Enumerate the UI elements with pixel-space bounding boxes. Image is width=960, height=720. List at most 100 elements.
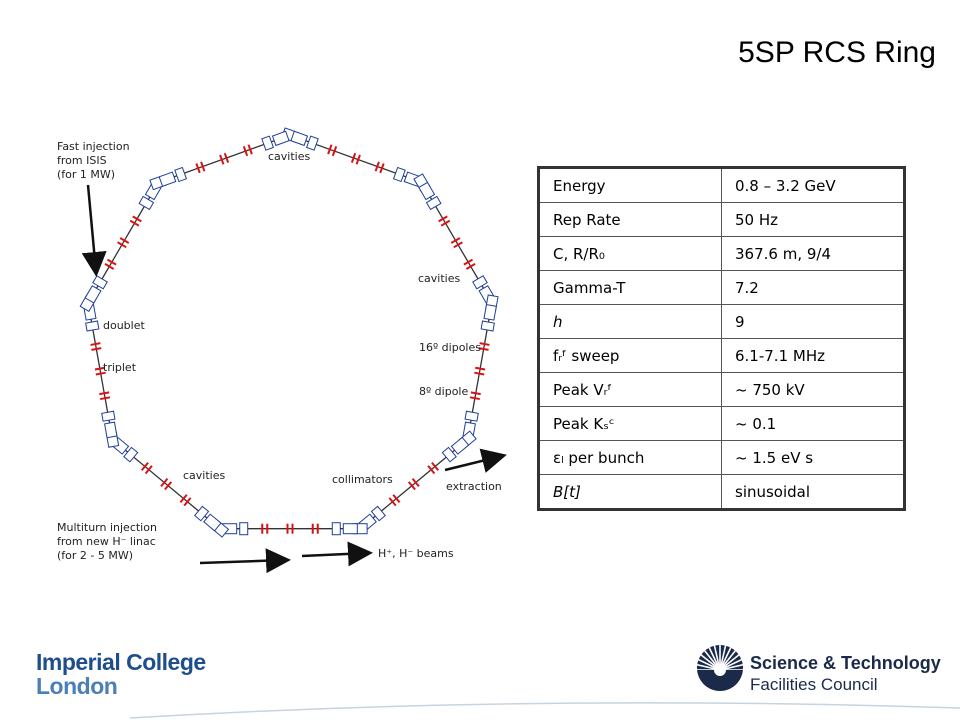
quadrupole-magnet bbox=[472, 275, 488, 290]
param-value: 367.6 m, 9/4 bbox=[721, 236, 905, 271]
param-value: ~ 0.1 bbox=[721, 406, 905, 441]
param-label: Peak Kₛᶜ bbox=[538, 406, 722, 441]
cavity-marker bbox=[90, 342, 102, 351]
dipole-magnet bbox=[203, 513, 222, 532]
param-label: Energy bbox=[538, 167, 722, 203]
quadrupole-magnet bbox=[85, 320, 100, 332]
label-extraction: extraction bbox=[446, 480, 502, 493]
imperial-college-logo: Imperial College London bbox=[36, 650, 206, 698]
quadrupole-magnet bbox=[425, 195, 442, 211]
cavity-marker bbox=[160, 478, 173, 491]
param-value: 50 Hz bbox=[721, 202, 905, 237]
cavity-marker bbox=[374, 161, 385, 174]
param-label: fᵣᶠ sweep bbox=[538, 338, 722, 373]
multiturn-injection-arrow bbox=[199, 548, 291, 574]
label-16-dipoles: 16º dipoles bbox=[419, 341, 481, 354]
label-cavities-bottom: cavities bbox=[183, 469, 225, 482]
cavity-marker bbox=[242, 144, 253, 157]
dipole-magnet bbox=[418, 181, 436, 201]
footer-swoosh bbox=[130, 702, 960, 719]
quadrupole-magnet bbox=[464, 410, 479, 422]
quadrupole-magnet bbox=[305, 135, 319, 151]
label-cavities-right: cavities bbox=[418, 272, 460, 285]
quadrupole-magnet bbox=[480, 320, 495, 332]
cavity-marker bbox=[474, 366, 486, 376]
cavity-marker bbox=[261, 523, 269, 534]
ring-path bbox=[87, 134, 493, 530]
extraction-arrow bbox=[444, 448, 507, 473]
param-value: ~ 1.5 eV s bbox=[721, 440, 905, 475]
stfc-logo-line1: Science & Technology bbox=[750, 653, 941, 673]
cavity-marker bbox=[104, 258, 117, 270]
label-multiturn-3: (for 2 - 5 MW) bbox=[57, 549, 133, 562]
param-value: 7.2 bbox=[721, 270, 905, 305]
cavity-marker bbox=[350, 152, 361, 165]
quadrupole-magnet bbox=[331, 522, 341, 536]
cavity-marker bbox=[469, 391, 481, 401]
cavity-marker bbox=[219, 152, 230, 165]
quadrupole-magnet bbox=[370, 505, 386, 522]
label-fast-injection-3: (for 1 MW) bbox=[57, 168, 115, 181]
dipole-magnet bbox=[158, 171, 177, 187]
dipole-magnet bbox=[290, 130, 309, 147]
label-fast-injection-2: from ISIS bbox=[57, 154, 107, 167]
cavity-marker bbox=[478, 342, 490, 351]
ring-lattice bbox=[79, 127, 499, 538]
dipole-magnet bbox=[104, 421, 118, 439]
stfc-logo-icon bbox=[694, 640, 746, 691]
cavity-marker bbox=[99, 391, 111, 401]
param-value: 6.1-7.1 MHz bbox=[721, 338, 905, 373]
dipole-magnet bbox=[271, 130, 290, 147]
quadrupole-magnet bbox=[123, 446, 139, 463]
cavity-marker bbox=[129, 215, 142, 227]
quadrupole-magnet bbox=[174, 166, 188, 183]
label-multiturn-1: Multiturn injection bbox=[57, 521, 157, 534]
cavity-marker bbox=[463, 258, 476, 270]
quadrupole-magnet bbox=[392, 166, 406, 183]
cavity-marker bbox=[388, 494, 401, 507]
dipole-magnet bbox=[84, 285, 102, 304]
dipole-magnet bbox=[450, 436, 470, 455]
label-beams: H⁺, H⁻ beams bbox=[378, 547, 454, 560]
label-triplet: triplet bbox=[103, 361, 137, 374]
label-fast-injection-1: Fast injection bbox=[57, 140, 130, 153]
label-multiturn-2: from new H⁻ linac bbox=[57, 535, 156, 548]
param-label: h bbox=[538, 304, 722, 339]
cavity-marker bbox=[311, 523, 319, 534]
dipole-magnet bbox=[483, 303, 497, 321]
quadrupole-magnet bbox=[92, 275, 108, 290]
label-8-dipole: 8º dipole bbox=[419, 385, 468, 398]
quadrupole-magnet bbox=[194, 505, 210, 522]
param-label: Gamma-T bbox=[538, 270, 722, 305]
table-row: Peak Kₛᶜ~ 0.1 bbox=[538, 406, 905, 441]
cavity-marker bbox=[407, 478, 420, 491]
param-label: C, R/R₀ bbox=[538, 236, 722, 271]
param-value: ~ 750 kV bbox=[721, 372, 905, 407]
param-value: 0.8 – 3.2 GeV bbox=[721, 167, 905, 203]
quadrupole-magnet bbox=[261, 135, 275, 151]
ring-diagram: Fast injection from ISIS (for 1 MW) cavi… bbox=[57, 127, 507, 574]
cavity-marker bbox=[117, 237, 130, 249]
imperial-logo-line2: London bbox=[36, 673, 118, 699]
cavity-marker bbox=[327, 144, 338, 157]
stfc-logo-text: Science & Technology Facilities Council bbox=[750, 652, 941, 696]
slide-title: 5SP RCS Ring bbox=[738, 36, 936, 69]
label-collimators: collimators bbox=[332, 473, 393, 486]
param-label: Rep Rate bbox=[538, 202, 722, 237]
imperial-logo-line1: Imperial College bbox=[36, 649, 206, 675]
stfc-logo-line2: Facilities Council bbox=[750, 675, 878, 694]
quadrupole-magnet bbox=[239, 522, 249, 536]
cavity-marker bbox=[286, 523, 294, 534]
dipole-magnet bbox=[342, 523, 358, 535]
label-cavities-top: cavities bbox=[268, 150, 310, 163]
quadrupole-magnet bbox=[138, 195, 155, 211]
param-value: sinusoidal bbox=[721, 474, 905, 510]
cavity-marker bbox=[427, 461, 440, 475]
